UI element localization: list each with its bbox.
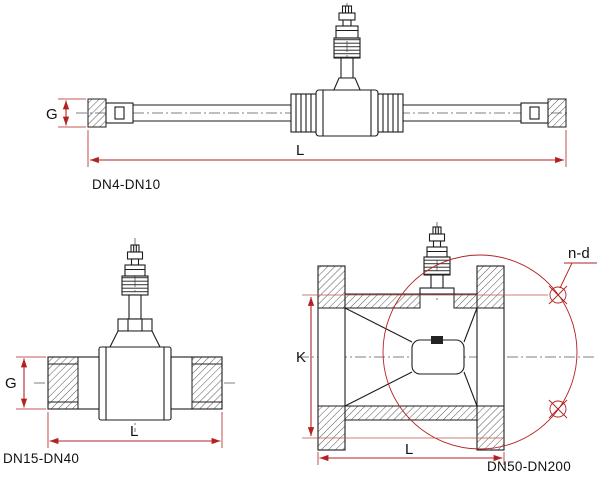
sensor-boss <box>109 330 161 348</box>
caption-dn4-dn10: DN4-DN10 <box>92 177 160 192</box>
threaded-nipple-right <box>170 356 223 410</box>
threaded-nipple-left <box>47 356 100 410</box>
flange-left <box>317 265 346 451</box>
dim-l-label: L <box>130 423 138 440</box>
dim-nd-label: n-d <box>568 245 590 262</box>
sensor-connector <box>124 264 146 277</box>
dimension-g: G <box>5 356 46 410</box>
dim-g-label: G <box>5 375 17 392</box>
mounting-plate <box>419 287 455 295</box>
dim-k-label: K <box>296 349 306 366</box>
bolt-hole-top <box>548 285 568 305</box>
sensor-plug <box>432 226 442 235</box>
bolt-circle <box>382 254 578 450</box>
meter-body <box>98 346 172 421</box>
dimension-k: K <box>296 294 548 439</box>
caption-dn50-dn200: DN50-DN200 <box>487 459 571 474</box>
dimension-l: L <box>47 412 223 448</box>
drawing-dn50-dn200: n-d K L DN50-DN200 <box>296 222 597 474</box>
bolt-hole-bottom <box>548 399 568 419</box>
dimension-nd: n-d <box>559 245 597 289</box>
sensor-assembly <box>109 244 161 348</box>
threaded-end-left <box>87 98 134 128</box>
internal-section <box>344 307 478 407</box>
dim-l-label: L <box>296 142 304 159</box>
coupling-nut-right <box>377 93 404 133</box>
pipes <box>133 104 521 122</box>
threaded-end-right <box>520 98 567 128</box>
dim-l-label: L <box>405 441 413 458</box>
amplifier-housing <box>423 256 451 276</box>
internal-hub <box>411 339 465 375</box>
sensor-connector <box>335 25 359 39</box>
drawing-dn15-dn40: G L DN15-DN40 <box>3 238 236 466</box>
dim-g-label: G <box>46 106 58 123</box>
coupling-nut-left <box>290 93 317 133</box>
flange-right <box>476 265 505 451</box>
sensor-stem <box>128 294 142 320</box>
sensor-assembly <box>419 226 455 295</box>
amplifier-housing <box>333 37 361 59</box>
amplifier-housing <box>121 275 149 296</box>
drawing-dn4-dn10: G L DN4-DN10 <box>46 3 568 192</box>
turbine-rotor <box>431 336 443 344</box>
caption-dn15-dn40: DN15-DN40 <box>3 451 79 466</box>
dimension-l: L <box>317 441 505 465</box>
dimension-g: G <box>46 98 86 128</box>
hex-nut <box>117 318 153 332</box>
body-block <box>98 346 172 421</box>
meter-body <box>290 89 404 137</box>
sensor-stem <box>340 57 354 79</box>
sensor-plug <box>130 244 140 253</box>
sensor-plug <box>341 5 353 14</box>
turbine-housing <box>315 89 379 137</box>
dimension-l: L <box>87 130 567 167</box>
sensor-assembly <box>332 5 362 93</box>
